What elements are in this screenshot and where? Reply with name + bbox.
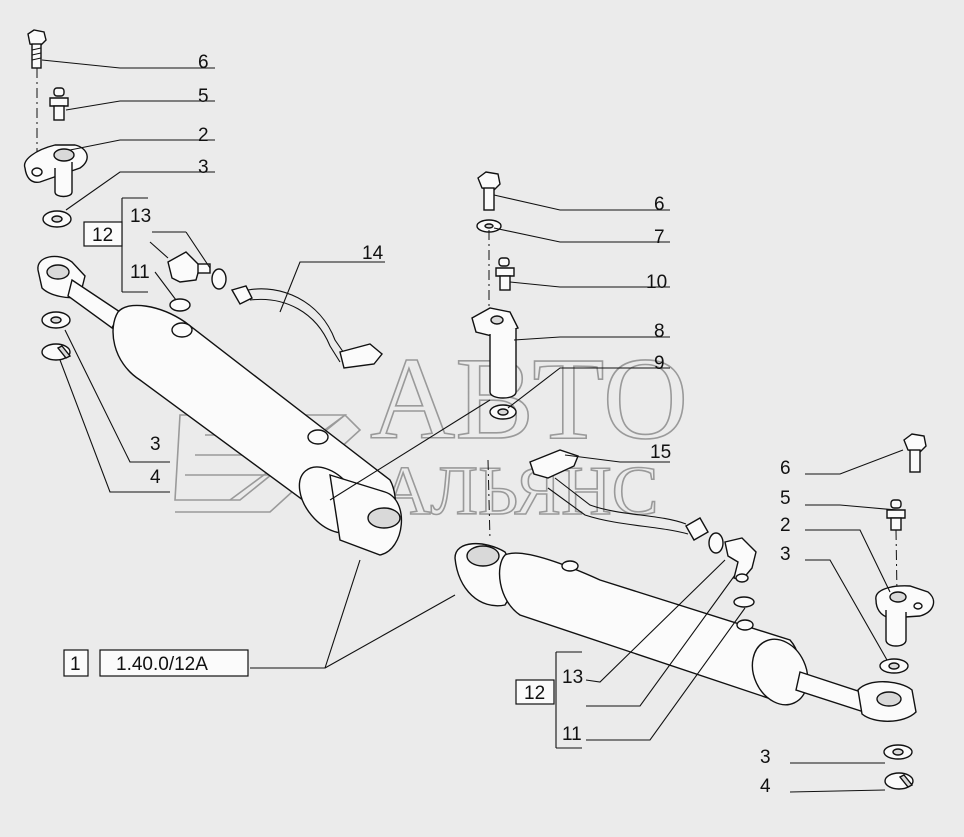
left-cylinder (37, 255, 403, 556)
right-pivot-plate (875, 585, 935, 647)
mid-grease-nipple (495, 257, 515, 291)
callout-left-5: 5 (198, 86, 209, 107)
callout-left-11: 11 (130, 262, 150, 283)
callout-left-12: 12 (92, 225, 113, 246)
callout-mid-9: 9 (654, 353, 665, 374)
right-grease-nipple (886, 499, 906, 531)
callout-right-5: 5 (780, 488, 791, 509)
right-bolt (903, 433, 927, 473)
left-hose (230, 285, 383, 369)
left-bolt (27, 29, 47, 69)
callout-left-4: 4 (150, 467, 161, 488)
mid-pin-bracket (471, 307, 519, 420)
watermark-line1: АВТО (370, 333, 688, 464)
reference-number: 1 (70, 654, 81, 675)
right-elbow-fitting (708, 532, 757, 608)
reference-number-box (63, 649, 89, 677)
mid-bolt (477, 171, 501, 211)
callout-left-3b: 3 (150, 434, 161, 455)
callout-left-14: 14 (362, 243, 384, 264)
left-washer-lower (41, 311, 71, 329)
left-grease-nipple (49, 87, 69, 121)
callout-right-3b: 3 (760, 747, 771, 768)
right-cylinder (454, 542, 917, 722)
callout-left-13: 13 (130, 206, 151, 227)
callout-left-3: 3 (198, 157, 209, 178)
callout-right-6: 6 (780, 458, 791, 479)
callout-left-6: 6 (198, 52, 209, 73)
reference-code-box (99, 649, 249, 677)
left-elbow-fitting (167, 251, 227, 312)
callout-right-4: 4 (760, 776, 771, 797)
left-pivot-plate (23, 144, 88, 198)
leader-lines (41, 59, 904, 793)
callout-right-3: 3 (780, 544, 791, 565)
mid-washer (476, 219, 502, 233)
callout-right-2: 2 (780, 515, 791, 536)
reference-block: 1 1.40.0/12A (63, 649, 249, 677)
callout-left-2: 2 (198, 125, 209, 146)
callout-right-11: 11 (562, 724, 582, 745)
callout-right-13: 13 (562, 667, 583, 688)
watermark-line2: АЛЬЯНС (380, 453, 658, 530)
callout-mid-15: 15 (650, 442, 671, 463)
right-lock-washer (884, 772, 914, 790)
callout-box-left-12 (83, 221, 123, 247)
left-lock-washer (41, 343, 72, 361)
right-washer-top (879, 658, 909, 674)
callout-right-12: 12 (524, 683, 545, 704)
left-washer-top (42, 210, 72, 228)
callout-mid-7: 7 (654, 227, 665, 248)
callout-mid-10: 10 (646, 272, 667, 293)
right-washer-lower (883, 744, 913, 760)
right-hose (529, 449, 709, 541)
callout-mid-6: 6 (654, 194, 665, 215)
reference-code: 1.40.0/12A (116, 654, 208, 675)
callout-mid-8: 8 (654, 321, 665, 342)
callout-box-right-12 (515, 679, 555, 705)
